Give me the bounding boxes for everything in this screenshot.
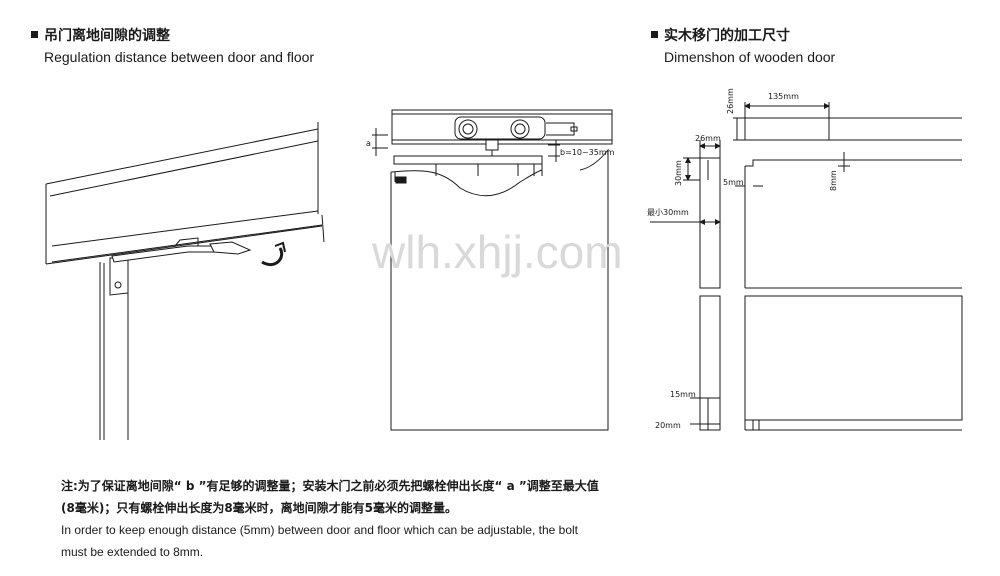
right-title-cn: 实木移门的加工尺寸: [651, 27, 835, 45]
right-section-heading: 实木移门的加工尺寸 Dimenshon of wooden door: [651, 27, 835, 66]
dim-5mm: 5mm: [723, 178, 744, 187]
dim-min-30mm: 最小30mm: [647, 208, 689, 217]
bullet-square-icon: [651, 31, 658, 38]
bullet-square-icon: [31, 31, 38, 38]
right-title-cn-text: 实木移门的加工尺寸: [664, 28, 790, 44]
dim-8mm: 8mm: [829, 170, 838, 191]
dim-30mm: 30mm: [674, 160, 683, 186]
note-block: 注:为了保证离地间隙“ b ”有足够的调整量；安装木门之前必须先把螺栓伸出长度“…: [61, 475, 671, 563]
dim-15mm: 15mm: [670, 390, 696, 399]
dim-20mm: 20mm: [655, 421, 681, 430]
left-title-en: Regulation distance between door and flo…: [44, 49, 315, 65]
left-title-cn: 吊门离地间隙的调整: [31, 27, 314, 45]
left-section-heading: 吊门离地间隙的调整 Regulation distance between do…: [31, 27, 314, 66]
dim-26mm-horizontal: 26mm: [695, 134, 721, 143]
note-line-3: In order to keep enough distance (5mm) b…: [61, 523, 578, 537]
note-line-4: must be extended to 8mm.: [61, 545, 204, 559]
note-line-2: (8毫米)；只有螺栓伸出长度为8毫米时，离地间隙才能有5毫米的调整量。: [61, 501, 458, 515]
label-b-range: b=10~35mm: [560, 148, 615, 157]
left-title-cn-text: 吊门离地间隙的调整: [44, 28, 170, 44]
dim-26mm-vertical: 26mm: [726, 88, 735, 114]
right-title-en: Dimenshon of wooden door: [664, 49, 836, 65]
label-a: a: [366, 139, 371, 148]
note-line-1: 注:为了保证离地间隙“ b ”有足够的调整量；安装木门之前必须先把螺栓伸出长度“…: [61, 479, 599, 493]
watermark: wlh.xhjj.com: [371, 226, 623, 278]
middle-elevation-drawing: [372, 109, 613, 431]
left-perspective-drawing: [45, 122, 325, 440]
dim-135mm: 135mm: [768, 92, 799, 101]
right-dimension-drawing: [650, 102, 963, 431]
